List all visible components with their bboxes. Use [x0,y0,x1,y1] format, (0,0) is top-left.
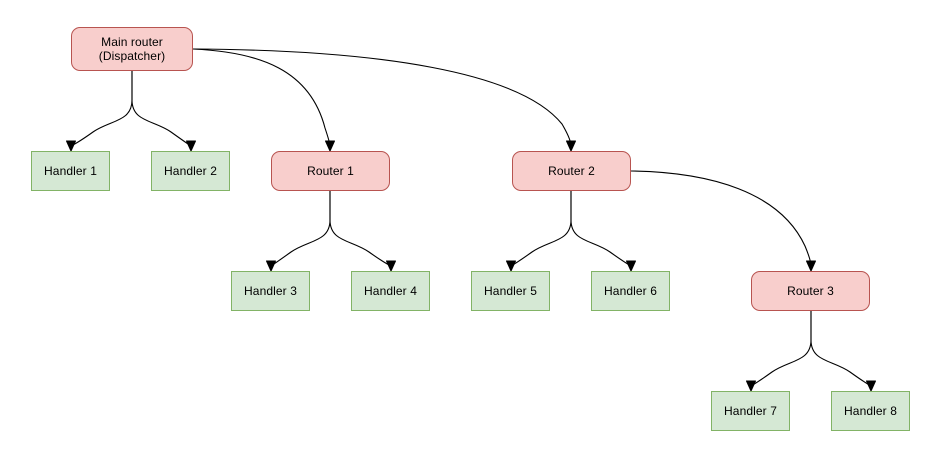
arrow-head-icon [266,260,276,272]
edge-router-2-to-handler-6 [570,190,636,272]
arrow-head-icon [186,140,196,152]
node-handler-5[interactable]: Handler 5 [471,271,550,311]
node-handler-8[interactable]: Handler 8 [831,391,910,431]
node-router-2[interactable]: Router 2 [512,151,631,191]
edge-router-3-to-handler-8 [810,310,876,392]
arrow-head-icon [626,260,636,272]
node-handler-6[interactable]: Handler 6 [591,271,670,311]
edge-main-router-to-router-1 [192,48,335,152]
edge-main-router-to-router-2 [192,48,576,152]
node-handler-2[interactable]: Handler 2 [151,151,230,191]
node-handler-3[interactable]: Handler 3 [231,271,310,311]
node-handler-4[interactable]: Handler 4 [351,271,430,311]
node-handler-1[interactable]: Handler 1 [31,151,110,191]
edge-line [270,190,331,267]
node-handler-7[interactable]: Handler 7 [711,391,790,431]
edge-line [329,190,392,267]
edge-router-2-to-router-3 [630,170,816,272]
edge-line [750,310,812,387]
edge-line [192,48,331,147]
edge-line [131,70,192,147]
node-main-router[interactable]: Main router (Dispatcher) [71,27,193,71]
node-router-3[interactable]: Router 3 [751,271,870,311]
edge-line [570,190,632,267]
edge-line [630,170,812,267]
arrow-head-icon [866,380,876,392]
arrow-head-icon [566,140,576,152]
arrow-head-icon [746,380,756,392]
edge-router-1-to-handler-3 [266,190,331,272]
node-router-1[interactable]: Router 1 [271,151,390,191]
edge-router-3-to-handler-7 [746,310,812,392]
edge-line [192,48,572,147]
edge-line [510,190,572,267]
edge-router-2-to-handler-5 [506,190,572,272]
edge-main-router-to-handler-1 [66,70,133,152]
edge-line [70,70,133,147]
edge-router-1-to-handler-4 [329,190,396,272]
arrow-head-icon [386,260,396,272]
arrow-head-icon [506,260,516,272]
edge-main-router-to-handler-2 [131,70,196,152]
arrow-head-icon [806,260,816,272]
edge-line [810,310,872,387]
arrow-head-icon [66,140,76,152]
arrow-head-icon [325,140,335,152]
